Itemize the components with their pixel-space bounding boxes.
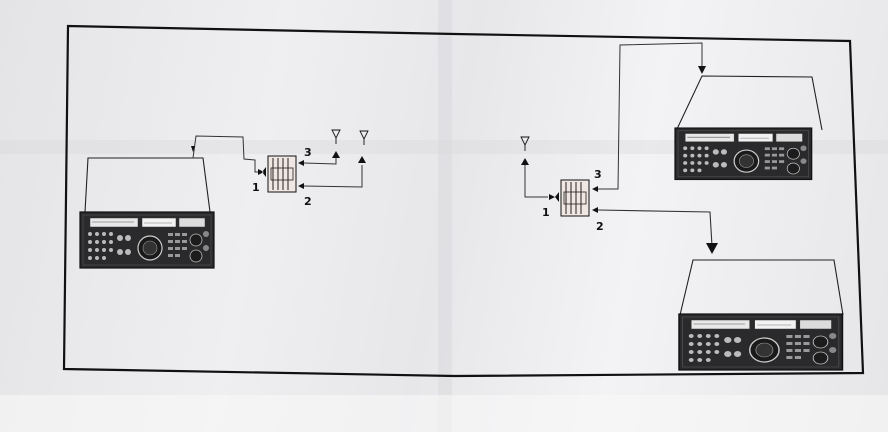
left-port-2-label: 2	[304, 195, 312, 208]
left-radio	[79, 211, 215, 269]
left-port-3-connector	[298, 160, 304, 166]
right-top-radio	[674, 127, 813, 181]
left-feed-line	[192, 135, 262, 173]
right-bottom-radio	[678, 313, 844, 371]
right-top-radio-stand	[676, 75, 823, 131]
right-port-1-label: 1	[542, 206, 550, 219]
left-radio-stand	[84, 157, 211, 213]
left-port-2-connector	[298, 183, 304, 189]
left-port-1-connector	[258, 167, 266, 177]
left-line-port3-antenna-a	[303, 156, 337, 165]
outer-frame	[62, 24, 865, 378]
left-line-port2-antenna-b	[303, 165, 363, 188]
right-port-2-connector	[592, 207, 598, 213]
left-coax-switch	[267, 155, 297, 193]
fold-shadow-horizontal	[0, 140, 888, 154]
right-port-2-label: 2	[596, 220, 604, 233]
fold-shadow-vertical	[438, 0, 452, 432]
right-line-port2-bottom-radio	[597, 209, 713, 247]
right-line-port3-top-radio	[598, 42, 703, 190]
left-station: 1 3 2	[79, 129, 369, 269]
right-port-1-connector	[549, 192, 559, 202]
right-station: 1 3 2	[520, 42, 844, 371]
left-port-3-label: 3	[304, 146, 312, 159]
right-coax-switch	[560, 179, 590, 217]
right-port-3-connector	[592, 186, 598, 192]
right-bottom-radio-stand	[679, 259, 844, 316]
right-line-antenna-port1	[524, 165, 548, 198]
bottom-glare	[0, 395, 888, 432]
right-port-3-label: 3	[594, 168, 602, 181]
left-port-1-label: 1	[252, 181, 260, 194]
